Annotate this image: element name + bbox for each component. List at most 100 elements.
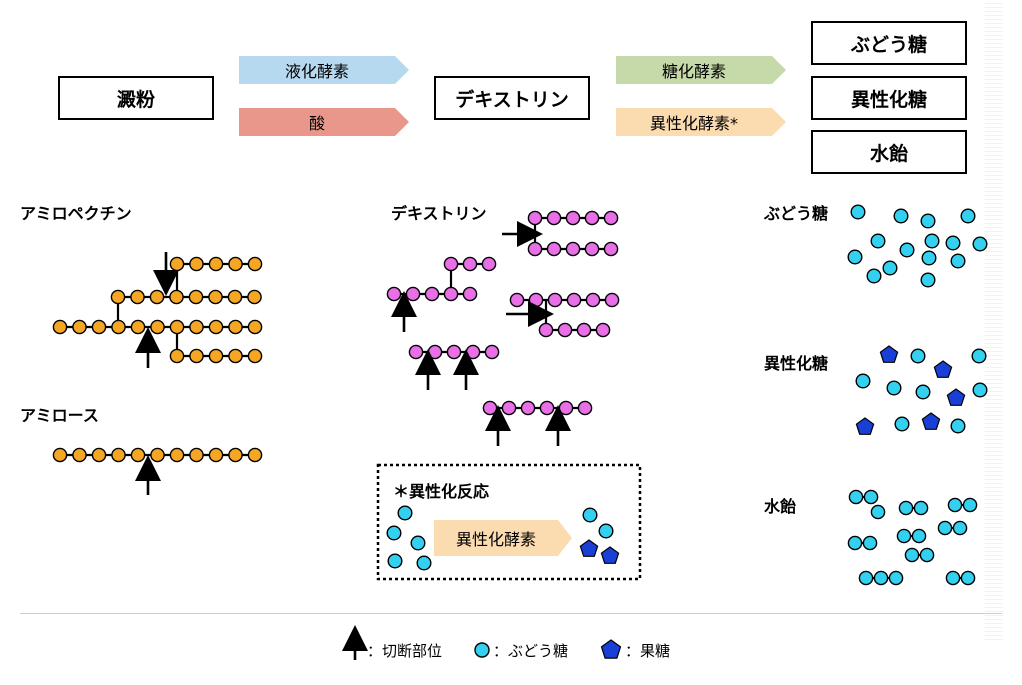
acid-arrow: 酸 — [239, 108, 409, 136]
amylose-chain-unit — [111, 447, 126, 463]
glucose-unit — [850, 204, 866, 220]
dextrin-chain-unit — [443, 286, 459, 302]
glucose-unit — [387, 553, 403, 569]
glucose-unit — [847, 249, 863, 265]
dextrin-chain-unit — [603, 210, 619, 226]
amylopectin-branch-unit — [169, 256, 185, 272]
glucose-unit — [971, 348, 987, 364]
syrup-chain-unit — [952, 520, 968, 536]
dextrin-chain-unit — [546, 210, 562, 226]
amylose-title: アミロース — [20, 406, 99, 425]
dextrin-chain-unit — [520, 400, 536, 416]
dextrin-chain-unit — [585, 292, 601, 308]
legend-cut-site: ：切断部位 — [367, 642, 443, 660]
syrup-chain-unit — [937, 520, 953, 536]
glucose-unit — [910, 348, 926, 364]
glucose-unit — [920, 213, 936, 229]
isomerized-sugar-box: 異性化糖 — [811, 76, 967, 120]
glucose-unit — [882, 260, 898, 276]
glucose-unit — [386, 525, 402, 541]
syrup-chain-unit — [962, 497, 978, 513]
saccharifying-enzyme-label: 糖化酵素 — [661, 62, 726, 81]
glucose-unit — [866, 268, 882, 284]
legend-glucose-icon — [474, 642, 490, 658]
acid-label: 酸 — [308, 114, 325, 133]
glucose-unit — [960, 208, 976, 224]
dextrin-chain-unit — [604, 292, 620, 308]
syrup-chain-unit — [960, 570, 976, 586]
amylopectin-main-chain-unit — [228, 319, 243, 335]
amylose-chain-unit — [247, 447, 263, 463]
dextrin-chain-unit — [577, 400, 593, 416]
dextrin-chain-unit — [482, 400, 498, 416]
isomerized-sugar-title: 異性化糖 — [764, 354, 829, 373]
syrup-chain-unit — [945, 570, 961, 586]
syrup-chain-unit — [898, 500, 914, 516]
amylopectin-main-chain-unit — [150, 319, 165, 335]
amylopectin-main-chain-unit — [72, 319, 87, 335]
dextrin-chain-unit — [584, 210, 600, 226]
isomerase-box-arrow: 異性化酵素 — [434, 520, 572, 556]
dextrin-box: デキストリン — [434, 76, 590, 120]
fructose-unit — [946, 388, 966, 406]
amylopectin-main-chain-unit — [111, 319, 126, 335]
amylopectin-branch-unit — [247, 289, 262, 305]
amylopectin-branch-unit — [169, 289, 184, 305]
syrup-chain-unit — [904, 547, 920, 563]
dextrin-chain-unit — [565, 210, 581, 226]
syrup-chain-unit — [913, 500, 929, 516]
amylopectin-branch-unit — [189, 256, 204, 272]
amylose-chain-unit — [52, 447, 68, 463]
liquefying-enzyme-arrow: 液化酵素 — [239, 56, 409, 84]
glucose-unit — [915, 384, 931, 400]
dextrin-chain-unit — [527, 210, 543, 226]
fructose-unit — [600, 546, 620, 564]
amylopectin-main-chain-unit — [130, 319, 146, 335]
syrup-label: 水飴 — [869, 142, 908, 165]
dextrin-title: デキストリン — [391, 204, 487, 223]
dextrin-chain-unit — [603, 241, 619, 257]
syrup-chain-unit — [863, 489, 879, 505]
glucose-unit — [950, 418, 966, 434]
legend-glucose: ：ぶどう糖 — [493, 642, 569, 660]
isomerase-star-label: 異性化酵素* — [649, 114, 738, 133]
dextrin-chain-unit — [558, 400, 574, 416]
glucose-unit — [924, 233, 940, 249]
liquefying-enzyme-label: 液化酵素 — [284, 62, 349, 81]
dextrin-chain-unit — [408, 344, 424, 360]
amylopectin-branch-unit — [247, 256, 263, 272]
syrup-chain-unit — [858, 570, 874, 586]
dextrin-chain-unit — [424, 286, 440, 302]
syrup-chain-unit — [888, 570, 904, 586]
saccharifying-enzyme-arrow: 糖化酵素 — [616, 56, 786, 84]
amylopectin-branch-unit — [208, 289, 223, 305]
amylose-chain-unit — [208, 447, 224, 463]
amylopectin-branch-unit — [228, 256, 243, 272]
dextrin-chain-unit — [595, 322, 611, 338]
glucose-unit — [899, 242, 915, 258]
glucose-unit — [397, 505, 413, 521]
syrup-chain-unit — [870, 504, 886, 520]
dextrin-chain-unit — [565, 241, 581, 257]
dextrin-chain-unit — [584, 241, 600, 257]
dextrin-label: デキストリン — [455, 88, 569, 111]
legend-fructose-icon — [600, 639, 622, 659]
glucose-unit — [886, 380, 902, 396]
syrup-chain-unit — [847, 535, 863, 551]
glucose-unit — [598, 523, 614, 539]
isomerization-box — [376, 463, 642, 581]
amylopectin-main-chain-unit — [208, 319, 224, 335]
syrup-chain-unit — [947, 497, 963, 513]
fructose-unit — [921, 412, 941, 430]
isomerization-title: ＊異性化反応 — [393, 482, 490, 501]
amylose-chain-unit — [169, 447, 185, 463]
starch-box: 澱粉 — [58, 76, 214, 120]
dextrin-chain-unit — [547, 292, 563, 308]
dextrin-chain-unit — [527, 241, 543, 257]
amylose-chain-unit — [130, 447, 146, 463]
syrup-chain-unit — [848, 489, 864, 505]
syrup-chain-unit — [873, 570, 889, 586]
amylopectin-branch-unit — [247, 348, 263, 364]
starch-label: 澱粉 — [116, 88, 155, 111]
